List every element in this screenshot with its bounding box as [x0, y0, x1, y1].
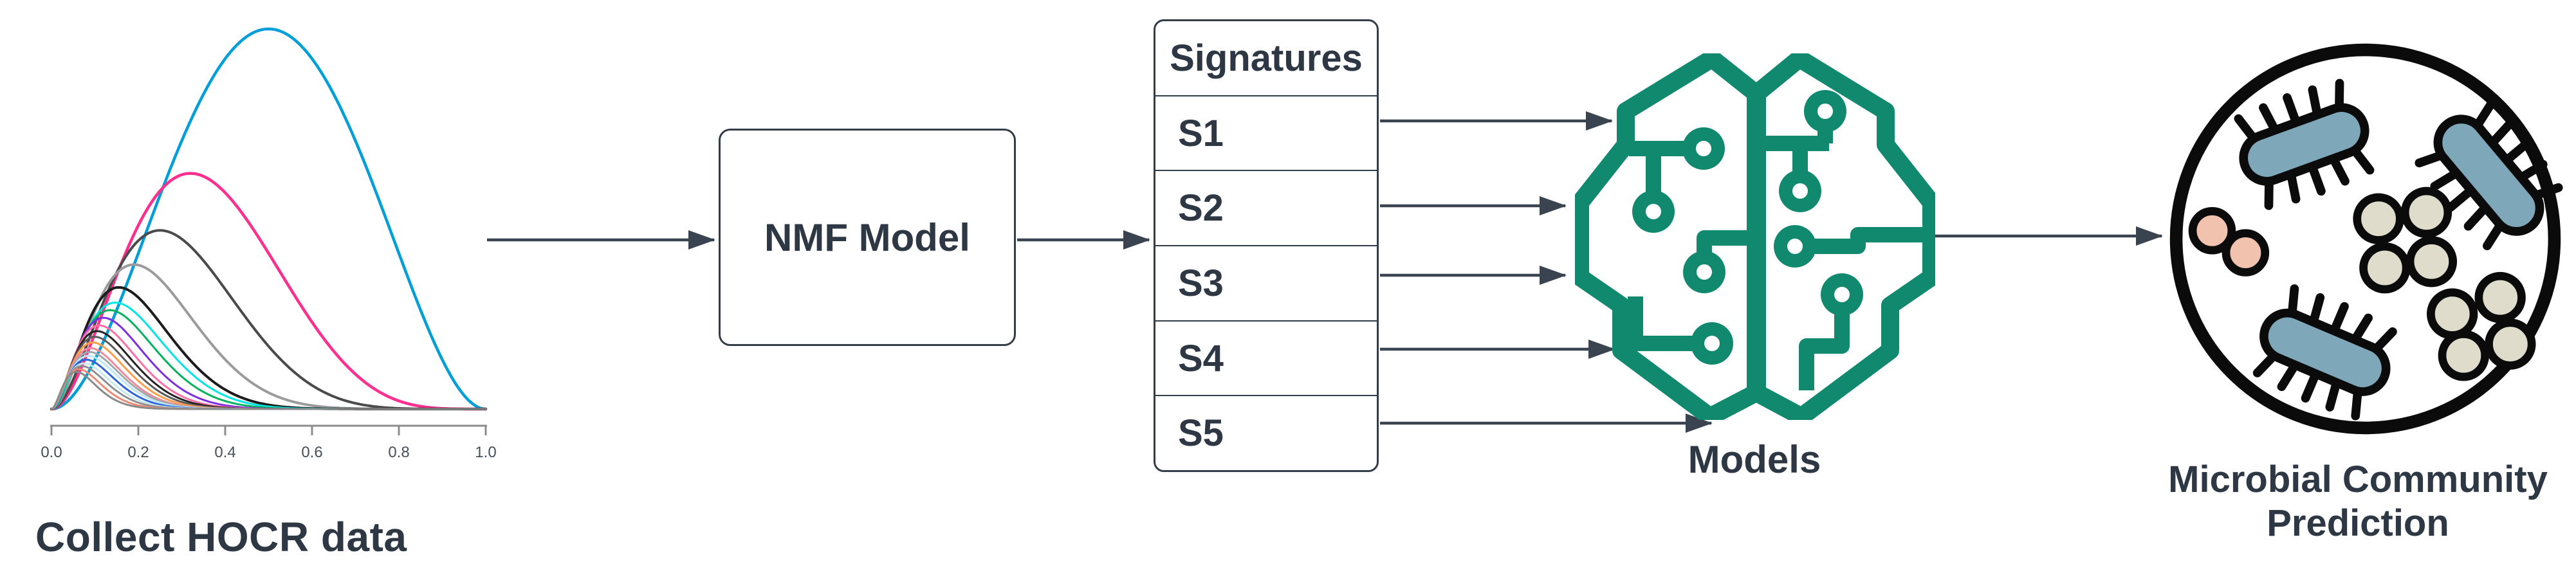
prediction-label: Microbial Community Prediction — [2142, 458, 2573, 546]
table-row: S4 — [1155, 320, 1377, 396]
nmf-model-label: NMF Model — [764, 215, 970, 259]
x-axis-ticks: 0.0 0.2 0.4 0.6 0.8 1.0 — [41, 426, 497, 461]
curve-08 — [50, 316, 487, 410]
pink-cocci-pair-icon — [2188, 207, 2270, 277]
circuit-brain-icon — [1575, 53, 1935, 420]
curve-02 — [50, 172, 488, 411]
prediction-label-line1: Microbial Community — [2168, 459, 2548, 500]
curve-01 — [50, 27, 488, 411]
x-axis-tick-label: 0.8 — [388, 444, 409, 461]
cocci-cluster-icon — [2427, 271, 2536, 381]
rod-bacterium-icon — [2234, 78, 2375, 210]
curve-03 — [50, 229, 487, 410]
x-axis-tick-label: 0.2 — [127, 444, 149, 461]
table-row: S5 — [1155, 395, 1377, 470]
table-row: S2 — [1155, 170, 1377, 245]
curve-20 — [50, 370, 487, 410]
rod-bacterium-icon — [2252, 284, 2397, 421]
rod-bacterium-icon — [2415, 100, 2563, 251]
cocci-cluster-icon — [2353, 186, 2458, 294]
table-row: S3 — [1155, 245, 1377, 320]
x-axis-tick-label: 0.0 — [41, 444, 62, 461]
x-axis-tick-label: 0.6 — [301, 444, 322, 461]
hocr-chart: 0.0 0.2 0.4 0.6 0.8 1.0 — [41, 27, 497, 461]
x-axis-tick-label: 1.0 — [475, 444, 496, 461]
table-header: Signatures — [1170, 37, 1363, 79]
microbial-community-icon — [2169, 43, 2563, 435]
nmf-model-box: NMF Model — [719, 129, 1016, 346]
models-label: Models — [1688, 438, 1821, 481]
circuit-node — [1632, 90, 1863, 365]
collect-hocr-label: Collect HOCR data — [35, 514, 407, 560]
hocr-curves — [50, 27, 488, 411]
table-row: S1 — [1155, 95, 1377, 170]
prediction-label-line2: Prediction — [2267, 502, 2449, 545]
x-axis-tick-label: 0.4 — [214, 444, 235, 461]
